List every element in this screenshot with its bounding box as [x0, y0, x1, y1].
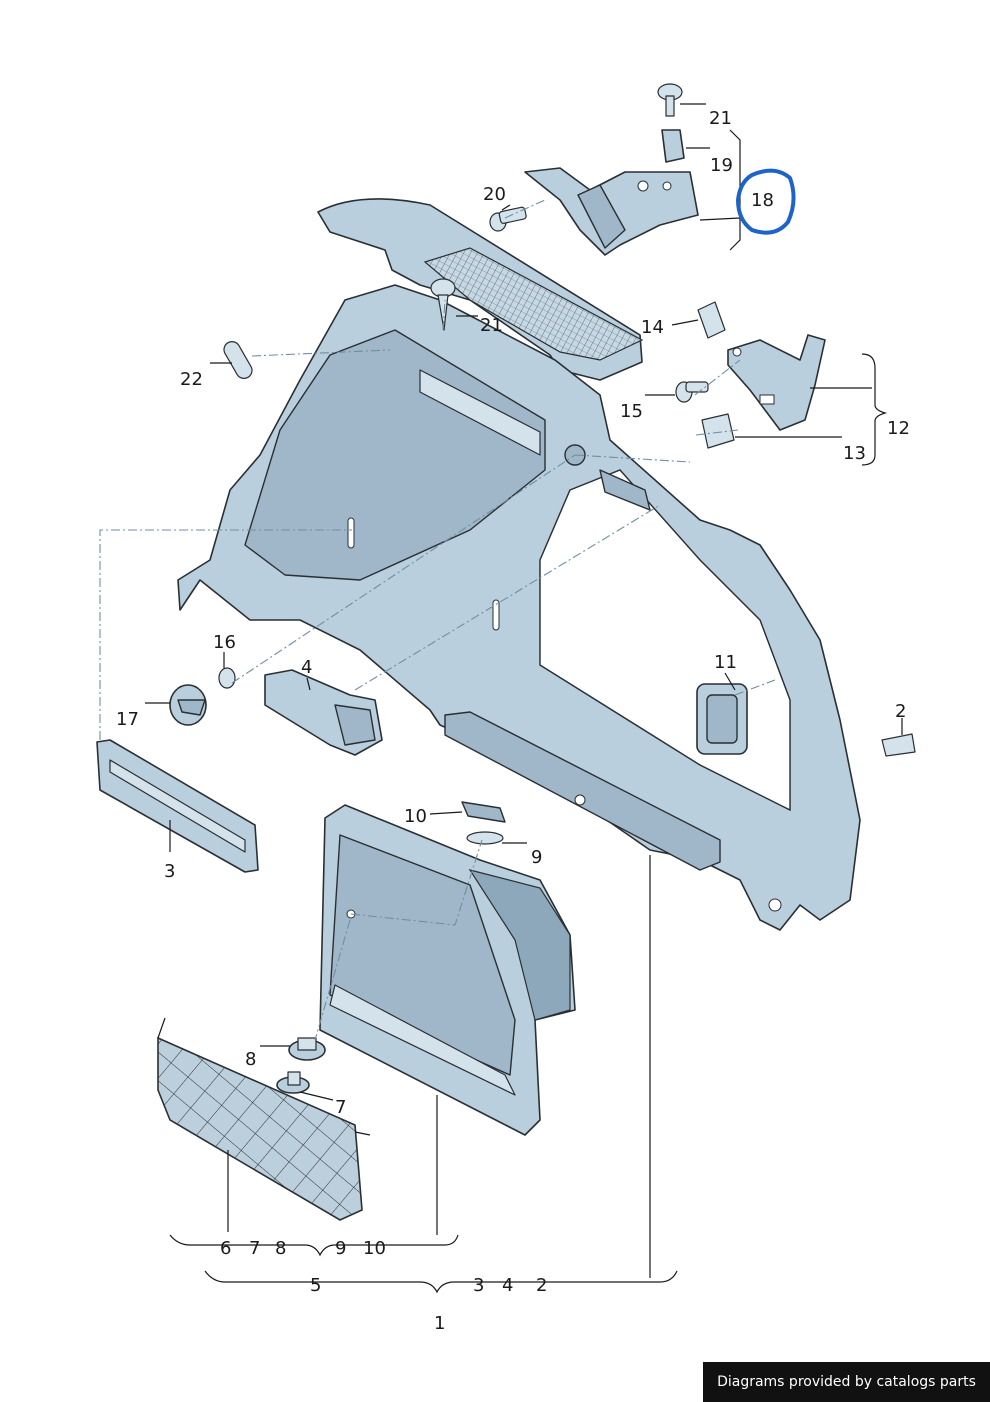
- screw-21-panel: [430, 278, 456, 331]
- group1-part-10: 10: [363, 1238, 386, 1259]
- cover-bracket-18: [524, 167, 699, 256]
- dash-lines: [99, 199, 776, 1041]
- callout-15: 15: [620, 401, 643, 422]
- callout-20: 20: [483, 184, 506, 205]
- callout-3: 3: [164, 861, 175, 882]
- clip-19: [661, 129, 685, 163]
- callout-11: 11: [714, 652, 737, 673]
- clip-2: [881, 733, 916, 757]
- callout-10: 10: [404, 806, 427, 827]
- callout-labels: 21 19 18 20 21 14 22 15 12 13 16 4 11 17…: [116, 108, 910, 1334]
- callout-18: 18: [751, 190, 774, 211]
- group2-part-2: 2: [536, 1275, 547, 1296]
- group2-part-5: 5: [310, 1275, 321, 1296]
- group1-part-9: 9: [335, 1238, 346, 1259]
- callout-21-top: 21: [709, 108, 732, 129]
- group1-part-6: 6: [220, 1238, 231, 1259]
- callout-22: 22: [180, 369, 203, 390]
- group3-part-1: 1: [434, 1313, 445, 1334]
- storage-bin: [319, 804, 576, 1136]
- grommet-22: [223, 341, 253, 379]
- callout-21-panel: 21: [480, 315, 503, 336]
- light-11: [696, 683, 748, 755]
- screw-21-top: [657, 83, 683, 117]
- clip-13: [701, 413, 735, 449]
- highlight-circle: [735, 168, 796, 235]
- callout-4: 4: [301, 657, 312, 678]
- callout-8: 8: [245, 1049, 256, 1070]
- callout-2: 2: [895, 701, 906, 722]
- nut-14: [697, 301, 726, 339]
- callout-17: 17: [116, 709, 139, 730]
- group2-part-4: 4: [502, 1275, 513, 1296]
- callout-7: 7: [335, 1097, 346, 1118]
- callout-16: 16: [213, 632, 236, 653]
- bracket-12: [727, 334, 826, 431]
- strip-3: [96, 739, 259, 873]
- callout-13: 13: [843, 443, 866, 464]
- group1-part-8: 8: [275, 1238, 286, 1259]
- screw-15: [675, 381, 709, 403]
- cargo-net-6: [157, 1017, 371, 1221]
- callout-14: 14: [641, 317, 664, 338]
- footer-credit: Diagrams provided by catalogs parts: [703, 1362, 990, 1402]
- group1-part-7: 7: [249, 1238, 260, 1259]
- group2-part-3: 3: [473, 1275, 484, 1296]
- callout-19: 19: [710, 155, 733, 176]
- screw-16: [218, 667, 236, 689]
- callout-9: 9: [531, 847, 542, 868]
- cap-17: [169, 684, 207, 726]
- bolt-20: [489, 206, 527, 232]
- side-trim-panel: [177, 198, 861, 931]
- callout-12: 12: [887, 418, 910, 439]
- washer-9: [466, 831, 504, 845]
- handle-4: [264, 669, 383, 756]
- mount-7: [276, 1071, 310, 1094]
- clip-10: [461, 801, 506, 823]
- mount-8: [288, 1037, 326, 1061]
